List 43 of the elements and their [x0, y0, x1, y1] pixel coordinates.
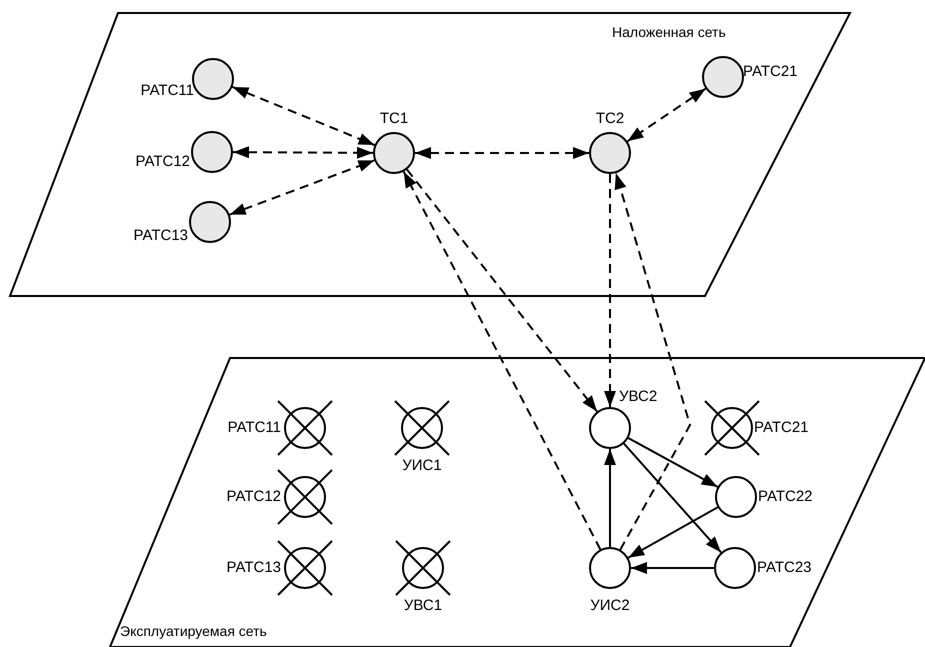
node-circle: [713, 546, 757, 590]
node-label: РАТС11: [140, 82, 194, 100]
node-circle: [190, 130, 234, 174]
node-circle: [588, 546, 632, 590]
node-label: РАТС11: [228, 419, 281, 437]
node-label: УВС1: [404, 597, 442, 615]
arrow: [614, 172, 692, 550]
arrow: [604, 174, 616, 407]
arrow: [229, 159, 375, 216]
arrow: [623, 443, 722, 553]
node-circle: [588, 406, 632, 450]
node-circle: [701, 55, 745, 99]
node-label: УИС2: [590, 597, 630, 615]
arrow: [406, 168, 598, 412]
arrow: [232, 86, 375, 146]
node-label: РАТС13: [133, 227, 188, 245]
node-label: РАТС23: [757, 559, 812, 577]
crossed-circle: [392, 398, 452, 458]
node-label: УИС1: [402, 457, 442, 475]
arrow: [233, 146, 373, 159]
node-label: ТС2: [596, 110, 624, 128]
arrow: [628, 506, 718, 559]
arrow: [631, 562, 714, 574]
node-circle: [372, 131, 416, 175]
node-circle: [588, 131, 632, 175]
node-label: РАТС21: [754, 419, 809, 437]
node-label: РАТС13: [226, 559, 281, 577]
node-label: РАТС12: [135, 153, 190, 171]
node-circle: [714, 475, 758, 519]
arrow: [415, 147, 589, 159]
node-label: РАТС21: [743, 63, 798, 81]
arrow: [402, 171, 602, 550]
crossed-circle: [393, 538, 453, 598]
arrow: [604, 449, 616, 547]
arrow: [628, 437, 718, 488]
node-circle: [188, 200, 232, 244]
plane-title: Наложенная сеть: [612, 24, 726, 40]
node-label: ТС1: [380, 110, 408, 128]
node-label: РАТС22: [758, 488, 813, 506]
node-label: УВС2: [619, 388, 658, 406]
plane-title: Эксплуатируемая сеть: [120, 623, 267, 639]
node-label: РАТС12: [226, 488, 281, 506]
arrow: [626, 88, 706, 142]
